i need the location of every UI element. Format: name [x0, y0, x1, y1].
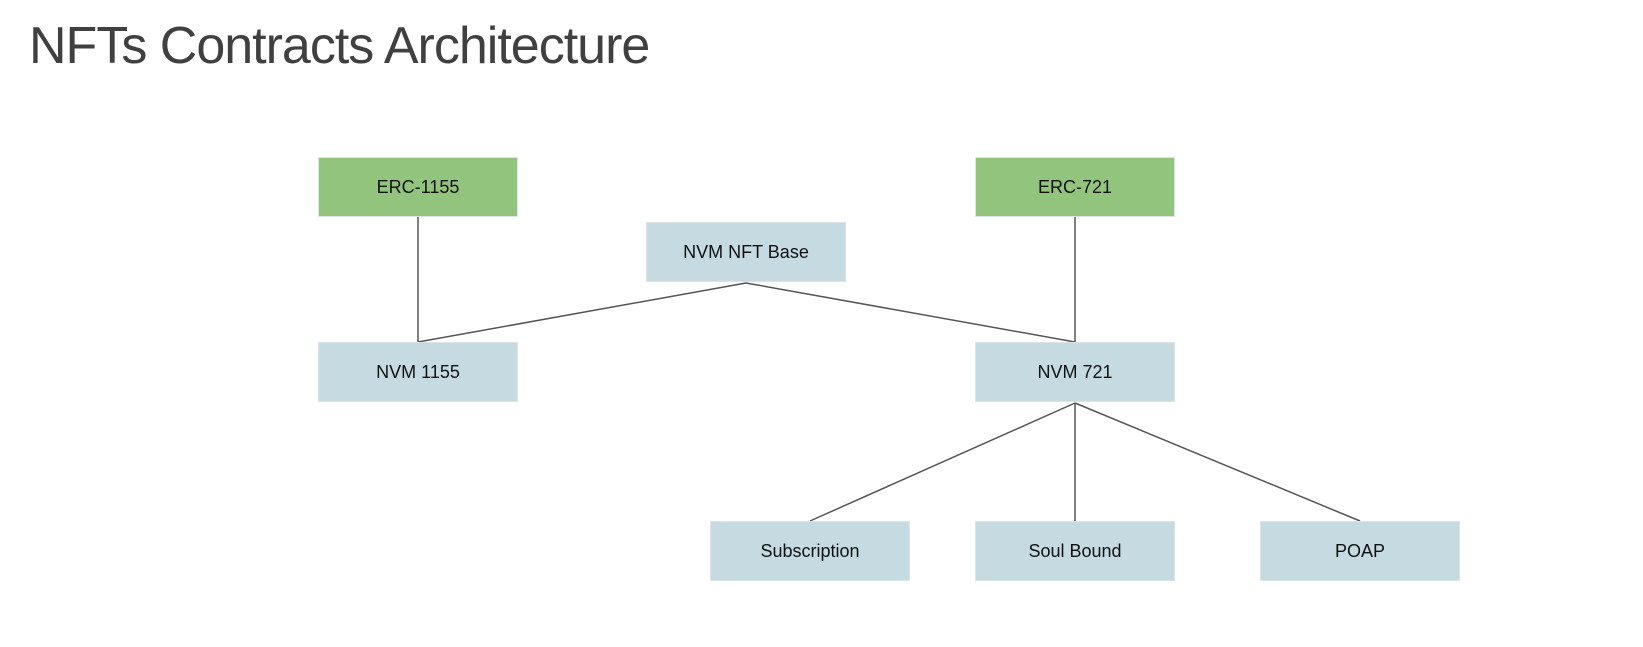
edge-nvm721-subscription [809, 402, 1076, 522]
poap-node: POAP [1260, 521, 1460, 581]
nvm-nft-base-node-label: NVM NFT Base [683, 241, 809, 262]
edge-nvm-nft-base-nvm1155 [417, 282, 747, 343]
poap-node-label: POAP [1334, 540, 1386, 561]
subscription-node: Subscription [710, 521, 910, 581]
erc721-node-label: ERC-721 [1037, 176, 1113, 197]
nvm1155-node: NVM 1155 [318, 342, 518, 402]
erc1155-node: ERC-1155 [318, 157, 518, 217]
edge-nvm-nft-base-nvm721 [745, 282, 1076, 343]
nvm721-node-label: NVM 721 [1037, 361, 1113, 382]
soul-bound-node: Soul Bound [975, 521, 1175, 581]
nvm-nft-base-node: NVM NFT Base [646, 222, 846, 282]
page-title: NFTs Contracts Architecture [29, 17, 650, 75]
erc721-node: ERC-721 [975, 157, 1175, 217]
soul-bound-node-label: Soul Bound [1028, 540, 1122, 561]
nvm1155-node-label: NVM 1155 [376, 361, 460, 382]
subscription-node-label: Subscription [760, 540, 860, 561]
edge-nvm721-poap [1074, 402, 1361, 522]
nvm721-node: NVM 721 [975, 342, 1175, 402]
erc1155-node-label: ERC-1155 [376, 176, 460, 197]
